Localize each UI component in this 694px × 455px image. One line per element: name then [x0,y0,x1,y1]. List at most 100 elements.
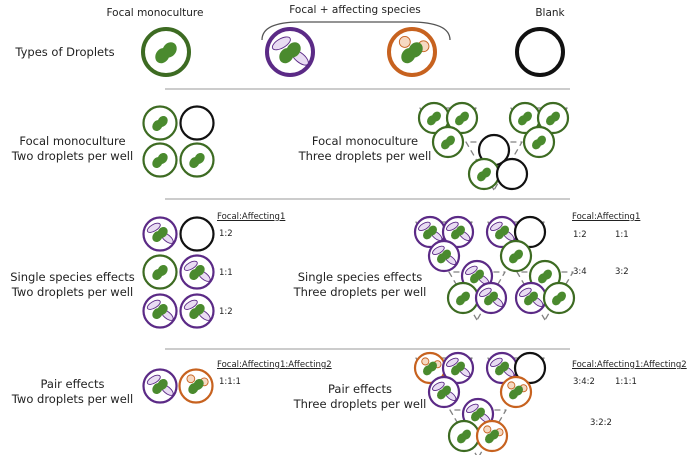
row-label-pair-two-2: Two droplets per well [11,392,134,406]
focal-cell [528,291,538,302]
ratio-pair-two-1: 1:1:1 [219,377,241,387]
droplet-orange [475,419,509,453]
focal-cell [441,385,451,396]
affecting-cell [146,222,161,233]
droplet-purple [142,216,178,252]
ratio-pair-three-1: 3:4:2 [573,377,595,387]
row-label-mono-three-1: Focal monoculture [311,134,419,148]
row-label-single-two-2: Two droplets per well [11,285,134,299]
droplet-outline [179,216,215,252]
well-outline-three [415,221,473,271]
droplet-focal [522,125,556,159]
droplet-purple [427,375,461,409]
droplet-blank [179,216,215,252]
focal-cell [474,269,484,280]
focal-cell [157,378,168,390]
droplet-orange [499,375,533,409]
well-outline-three [419,107,477,157]
affecting-cell [432,245,445,256]
focal-cell [193,378,204,390]
droplet-outline [513,215,547,249]
droplet-focal [499,239,533,273]
well-outline-three [487,357,545,407]
droplet-focal [141,27,191,77]
affecting-cell [490,357,503,368]
header-focal-affecting: Focal + affecting species [289,4,421,16]
droplet-focal [179,142,215,178]
droplet-focal [536,101,570,135]
affecting2-cell [507,381,516,390]
focal-cell [550,111,560,122]
ratio-single-two-2: 1:1 [219,268,233,278]
row-label-pair-two-1: Pair effects [40,377,105,391]
focal-cell [536,135,546,146]
focal-cell [157,152,168,164]
droplet-focal [142,142,178,178]
focal-cell [194,303,205,315]
droplet-purple [441,215,475,249]
droplet-purple [413,215,447,249]
well-outline-three [510,107,568,157]
ratio-single-three-1: 1:2 [573,230,587,240]
affecting2-cell [186,374,196,384]
droplet-purple [427,239,461,273]
droplet-outline [495,157,529,191]
affecting-cell [479,287,492,298]
row-label-types: Types of Droplets [15,45,115,59]
ratio-header-single-two: Focal:Affecting1 [217,212,286,222]
focal-cell [499,361,509,372]
ratio-header-single-three: Focal:Affecting1 [572,212,641,222]
ratio-pair-three-2: 1:1:1 [615,377,637,387]
focal-cell [481,167,491,178]
bracket-focal-affecting [261,21,451,41]
focal-cell [286,42,301,58]
row-label-single-three-1: Single species effects [297,270,423,284]
affecting-cell [519,287,532,298]
droplet-purple [485,215,519,249]
row-label-mono-two-1: Focal monoculture [19,134,126,148]
ratio-single-three-3: 3:4 [573,267,587,277]
well-outline-three [487,221,545,271]
focal-cell [513,249,523,260]
droplet-purple [142,368,178,404]
row-label-mono-three-2: Three droplets per well [298,149,432,163]
droplet-purple [441,351,475,385]
droplet-blank [515,27,565,77]
droplet-purple [485,351,519,385]
focal-cell [441,249,451,260]
droplet-blank [513,215,547,249]
focal-cell [499,225,509,236]
droplet-focal [508,101,542,135]
affecting-cell [446,221,459,232]
droplet-focal [431,125,465,159]
ratio-pair-three-3: 3:2:2 [590,418,612,428]
affecting-cell [146,299,161,310]
focal-cell [408,42,423,58]
focal-cell [194,264,205,276]
droplet-focal [142,254,178,290]
affecting-cell [183,260,198,271]
affecting2-cell [483,425,492,434]
droplet-outline [513,351,547,385]
header-focal-monoculture: Focal monoculture [106,7,204,19]
row-label-pair-three-1: Pair effects [328,382,392,396]
affecting-cell [465,265,478,276]
droplet-focal [445,101,479,135]
focal-cell [445,135,455,146]
affecting-cell [490,221,503,232]
focal-cell [513,385,523,396]
affecting-cell [466,403,479,414]
affecting-cell [271,36,291,51]
affecting-cell [418,221,431,232]
focal-cell [427,225,437,236]
droplet-orange [178,368,214,404]
focal-cell [522,111,532,122]
droplet-outline [179,105,215,141]
row-label-single-three-2: Three droplets per well [293,285,427,299]
droplet-focal [417,101,451,135]
ratio-header-pair-three: Focal:Affecting1:Affecting2 [572,360,687,370]
well-outline-three [415,357,473,407]
ratio-single-three-2: 1:1 [615,230,629,240]
droplet-outline [515,27,565,77]
row-label-pair-three-2: Three droplets per well [293,397,427,411]
